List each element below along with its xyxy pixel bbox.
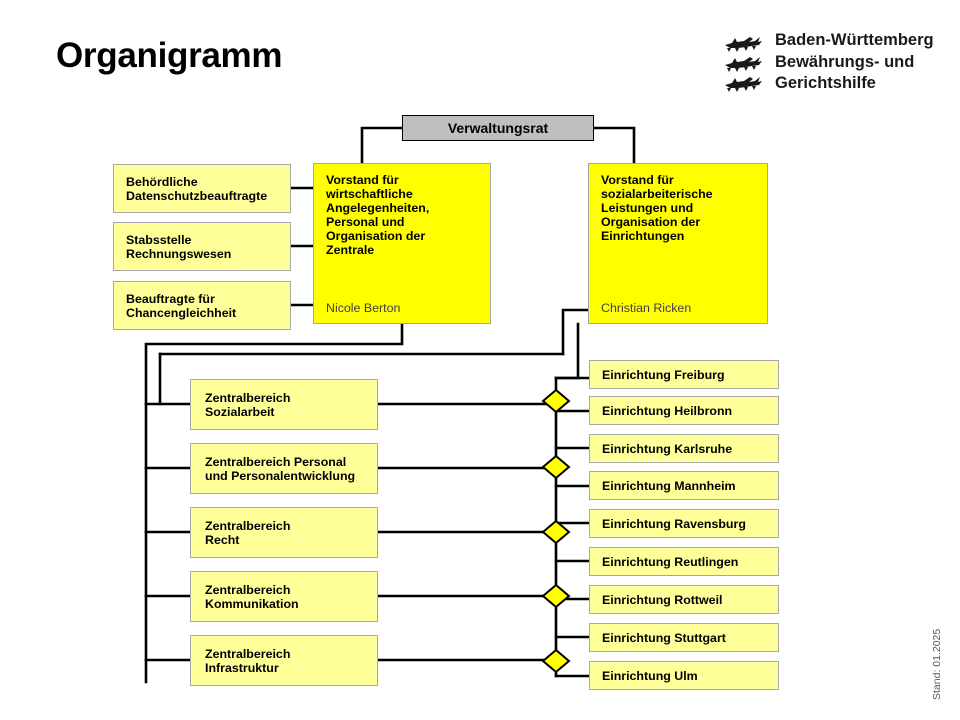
junction-diamond xyxy=(541,648,571,674)
logo-line-3: Gerichtshilfe xyxy=(775,74,876,93)
einrichtung-label: Einrichtung Heilbronn xyxy=(602,404,733,418)
vorstand-title: Vorstand für sozialarbeiterische Leistun… xyxy=(601,173,713,243)
logo-line-2: Bewährungs- und xyxy=(775,52,915,71)
node-vorstand-sozialarbeiterische-leistungen[interactable]: Vorstand für sozialarbeiterische Leistun… xyxy=(588,163,768,324)
logo-text-block: Baden-Württemberg Bewährungs- und Gerich… xyxy=(775,30,934,95)
staff-unit-label: Behördliche Datenschutzbeauftragte xyxy=(126,175,268,203)
node-einrichtung-ulm[interactable]: Einrichtung Ulm xyxy=(589,661,779,690)
node-zentralbereich-recht[interactable]: Zentralbereich Recht xyxy=(190,507,378,558)
einrichtung-label: Einrichtung Freiburg xyxy=(602,368,725,382)
zentralbereich-label: Zentralbereich Personal und Personalentw… xyxy=(205,455,356,483)
verwaltungsrat-label: Verwaltungsrat xyxy=(447,120,549,136)
einrichtung-label: Einrichtung Rottweil xyxy=(602,593,723,607)
node-stabsstelle-rechnungswesen[interactable]: Stabsstelle Rechnungswesen xyxy=(113,222,291,271)
node-einrichtung-ravensburg[interactable]: Einrichtung Ravensburg xyxy=(589,509,779,538)
page-title: Organigramm xyxy=(56,36,283,75)
node-behoerdliche-datenschutzbeauftragte[interactable]: Behördliche Datenschutzbeauftragte xyxy=(113,164,291,213)
node-einrichtung-reutlingen[interactable]: Einrichtung Reutlingen xyxy=(589,547,779,576)
node-verwaltungsrat[interactable]: Verwaltungsrat xyxy=(402,115,594,141)
junction-diamond xyxy=(541,519,571,545)
node-zentralbereich-kommunikation[interactable]: Zentralbereich Kommunikation xyxy=(190,571,378,622)
node-einrichtung-heilbronn[interactable]: Einrichtung Heilbronn xyxy=(589,396,779,425)
node-zentralbereich-personal[interactable]: Zentralbereich Personal und Personalentw… xyxy=(190,443,378,494)
zentralbereich-label: Zentralbereich Kommunikation xyxy=(205,583,299,611)
einrichtung-label: Einrichtung Reutlingen xyxy=(602,555,739,569)
junction-diamond xyxy=(541,454,571,480)
revision-note: Stand: 01.2025 xyxy=(931,628,943,700)
zentralbereich-label: Zentralbereich Recht xyxy=(205,519,291,547)
zentralbereich-label: Zentralbereich Sozialarbeit xyxy=(205,391,291,419)
node-beauftragte-fuer-chancengleichheit[interactable]: Beauftragte für Chancengleichheit xyxy=(113,281,291,330)
node-einrichtung-freiburg[interactable]: Einrichtung Freiburg xyxy=(589,360,779,389)
baden-wuerttemberg-logo: Baden-Württemberg Bewährungs- und Gerich… xyxy=(722,30,934,95)
einrichtung-label: Einrichtung Mannheim xyxy=(602,479,736,493)
staff-unit-label: Beauftragte für Chancengleichheit xyxy=(126,292,237,320)
zentralbereich-label: Zentralbereich Infrastruktur xyxy=(205,647,291,675)
junction-diamond xyxy=(541,388,571,414)
einrichtung-label: Einrichtung Stuttgart xyxy=(602,631,726,645)
node-zentralbereich-sozialarbeit[interactable]: Zentralbereich Sozialarbeit xyxy=(190,379,378,430)
node-einrichtung-rottweil[interactable]: Einrichtung Rottweil xyxy=(589,585,779,614)
vorstand-title: Vorstand für wirtschaftliche Angelegenhe… xyxy=(326,173,430,257)
junction-diamond xyxy=(541,583,571,609)
node-vorstand-wirtschaftliche-angelegenheiten[interactable]: Vorstand für wirtschaftliche Angelegenhe… xyxy=(313,163,491,324)
einrichtung-label: Einrichtung Ravensburg xyxy=(602,517,746,531)
node-zentralbereich-infrastruktur[interactable]: Zentralbereich Infrastruktur xyxy=(190,635,378,686)
node-einrichtung-karlsruhe[interactable]: Einrichtung Karlsruhe xyxy=(589,434,779,463)
node-einrichtung-mannheim[interactable]: Einrichtung Mannheim xyxy=(589,471,779,500)
einrichtung-label: Einrichtung Ulm xyxy=(602,669,698,683)
einrichtung-label: Einrichtung Karlsruhe xyxy=(602,442,733,456)
three-lions-crest-icon xyxy=(722,30,764,92)
staff-unit-label: Stabsstelle Rechnungswesen xyxy=(126,233,232,261)
logo-line-1: Baden-Württemberg xyxy=(775,31,934,49)
vorstand-person: Christian Ricken xyxy=(601,301,692,315)
vorstand-person: Nicole Berton xyxy=(326,301,401,315)
node-einrichtung-stuttgart[interactable]: Einrichtung Stuttgart xyxy=(589,623,779,652)
